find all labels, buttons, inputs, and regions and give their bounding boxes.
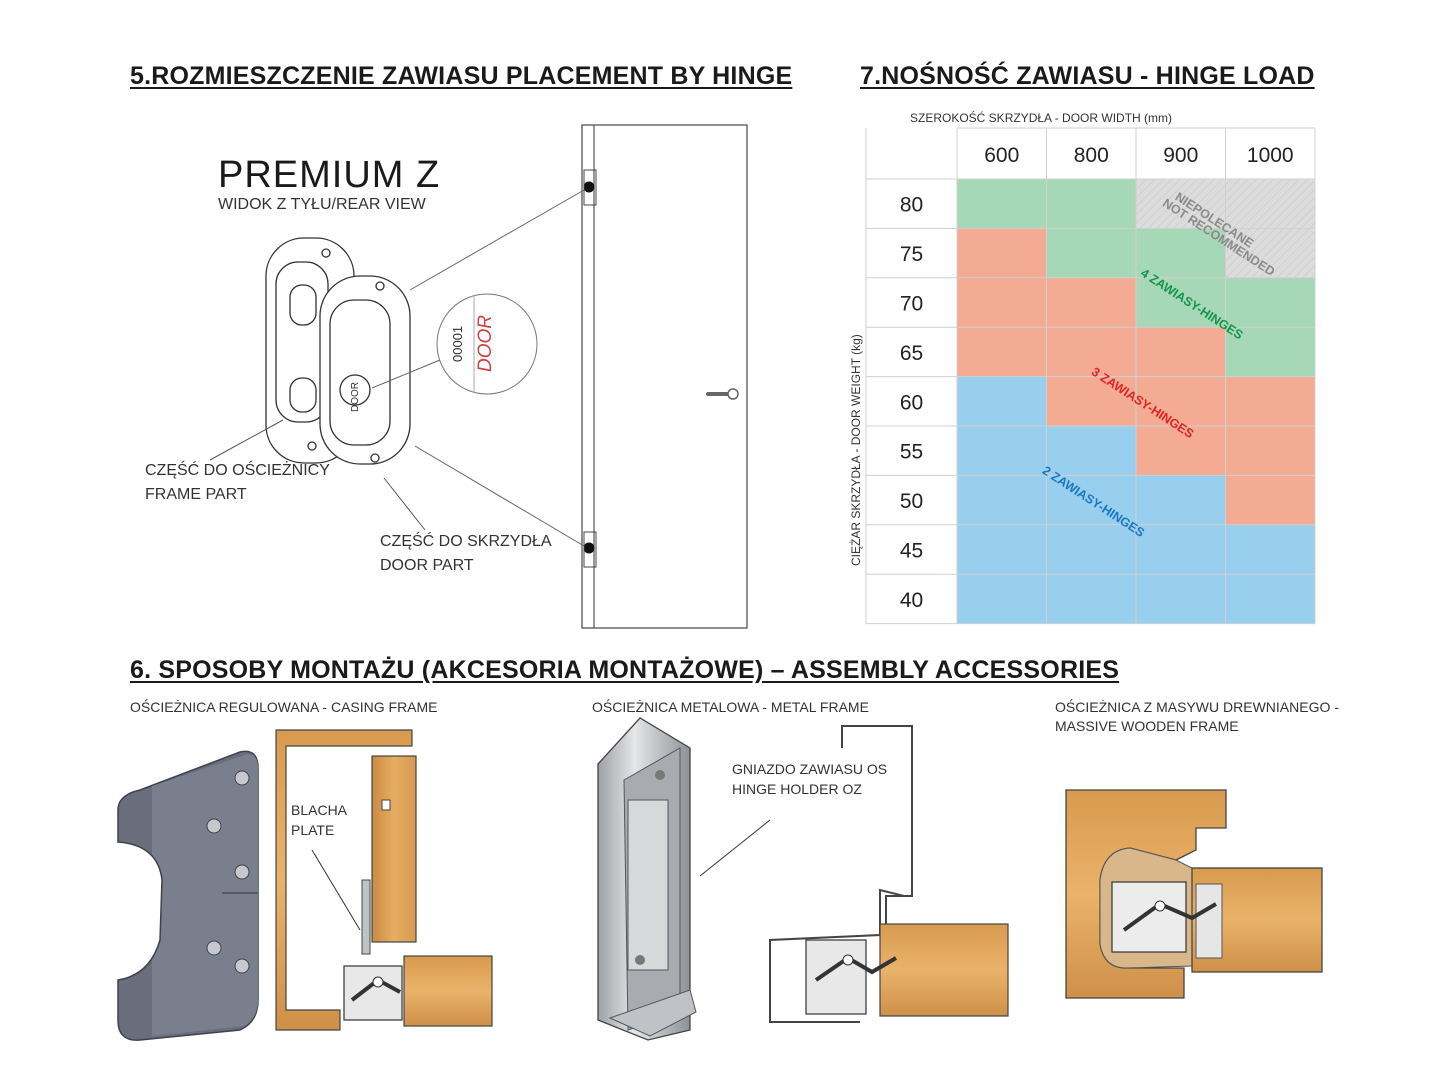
table-cell	[1136, 426, 1226, 476]
door-part-pl: CZĘŚĆ DO SKRZYDŁA	[380, 533, 552, 550]
row-header: 45	[900, 540, 923, 563]
frame-part-label: CZĘŚĆ DO OŚCIEŻNICY FRAME PART	[145, 459, 330, 507]
column-header: 1000	[1247, 144, 1294, 167]
casing-frame-drawing	[275, 729, 493, 1031]
casing-frame-title: OŚCIEŻNICA REGULOWANA - CASING FRAME	[130, 699, 438, 715]
table-cell	[957, 524, 1047, 575]
detail-serial: 00001	[450, 326, 465, 362]
table-cell	[1136, 574, 1226, 624]
table-cell	[1136, 376, 1226, 426]
table-cell	[1046, 426, 1136, 476]
bottom-hinge-marker	[583, 542, 595, 554]
detail-magnifier	[436, 293, 538, 395]
table-cell	[1225, 475, 1315, 525]
heading-assembly: 6. SPOSOBY MONTAŻU (AKCESORIA MONTAŻOWE)…	[130, 656, 1120, 684]
row-header: 65	[900, 342, 923, 365]
mounting-plate-drawing	[117, 750, 259, 1041]
table-cell	[1046, 574, 1136, 624]
frame-part-pl: CZĘŚĆ DO OŚCIEŻNICY	[145, 462, 330, 479]
view-label: WIDOK Z TYŁU/REAR VIEW	[218, 196, 426, 213]
row-header: 50	[900, 490, 923, 513]
table-cell	[1046, 179, 1136, 229]
holder-label-en: HINGE HOLDER OZ	[732, 781, 862, 797]
column-header: 800	[1074, 144, 1109, 167]
table-cell	[1046, 277, 1136, 328]
table-cell	[1225, 179, 1315, 229]
door-handle-icon	[706, 388, 739, 400]
table-cell	[1046, 327, 1136, 377]
table-cell	[1225, 327, 1315, 377]
wooden-frame-title: OŚCIEŻNICA Z MASYWU DREWNIANEGO - MASSIV…	[1055, 698, 1339, 736]
row-header: 55	[900, 441, 923, 464]
hinge-door-part-drawing	[319, 275, 411, 465]
table-cell	[1136, 228, 1226, 278]
placement-illustration: DOOR 00001 DOOR	[209, 124, 748, 629]
metal-frame-title: OŚCIEŻNICA METALOWA - METAL FRAME	[592, 699, 869, 715]
table-cell	[957, 327, 1047, 377]
door-part-label: CZĘŚĆ DO SKRZYDŁA DOOR PART	[380, 530, 552, 578]
door-outline	[581, 124, 748, 629]
table-cell	[957, 277, 1047, 328]
table-cell	[1136, 277, 1226, 328]
table-cell	[957, 228, 1047, 278]
table-cell	[1046, 228, 1136, 278]
plate-label-pl: BLACHA	[291, 802, 348, 818]
table-cell	[1225, 277, 1315, 328]
row-header: 75	[900, 243, 923, 266]
column-header: 900	[1163, 144, 1198, 167]
heading-placement: 5.ROZMIESZCZENIE ZAWIASU PLACEMENT BY HI…	[130, 62, 793, 90]
product-name: PREMIUM Z	[218, 154, 441, 196]
row-header: 80	[900, 194, 923, 217]
wooden-frame-drawing	[1065, 789, 1323, 999]
table-cell	[1136, 524, 1226, 575]
table-cell	[957, 574, 1047, 624]
table-cell	[1225, 574, 1315, 624]
metal-frame-section-drawing	[769, 725, 1009, 1023]
table-cell	[1225, 228, 1315, 278]
table-cell	[1225, 426, 1315, 476]
table-cell	[1136, 475, 1226, 525]
metal-frame-drawing	[597, 717, 697, 1041]
wooden-frame-title-en: MASSIVE WOODEN FRAME	[1055, 718, 1239, 734]
door-part-en: DOOR PART	[380, 557, 474, 574]
frame-part-en: FRAME PART	[145, 486, 247, 503]
table-cell	[957, 475, 1047, 525]
table-cell	[1046, 376, 1136, 426]
wooden-frame-title-pl: OŚCIEŻNICA Z MASYWU DREWNIANEGO -	[1055, 699, 1339, 715]
row-header: 60	[900, 391, 923, 414]
plate-label: BLACHA PLATE	[291, 800, 347, 840]
heading-hinge-load: 7.NOŚNOŚĆ ZAWIASU - HINGE LOAD	[860, 62, 1315, 90]
plate-label-en: PLATE	[291, 822, 335, 838]
table-cell	[957, 426, 1047, 476]
table-cell	[1136, 179, 1226, 229]
table-cell	[1225, 376, 1315, 426]
table-cell	[1225, 524, 1315, 575]
table-cell	[957, 179, 1047, 229]
column-header: 600	[984, 144, 1019, 167]
detail-door-mark: DOOR	[475, 315, 496, 372]
table-cell	[957, 376, 1047, 426]
holder-label: GNIAZDO ZAWIASU OS HINGE HOLDER OZ	[732, 759, 887, 799]
table-x-title: SZEROKOŚĆ SKRZYDŁA - DOOR WIDTH (mm)	[910, 111, 1173, 125]
table-cell	[1136, 327, 1226, 377]
row-header: 70	[900, 293, 923, 316]
top-hinge-marker	[583, 181, 595, 193]
svg-text:DOOR: DOOR	[350, 382, 361, 412]
holder-label-pl: GNIAZDO ZAWIASU OS	[732, 761, 888, 777]
row-header: 40	[900, 589, 923, 612]
table-cell	[1046, 475, 1136, 525]
table-cell	[1046, 524, 1136, 575]
